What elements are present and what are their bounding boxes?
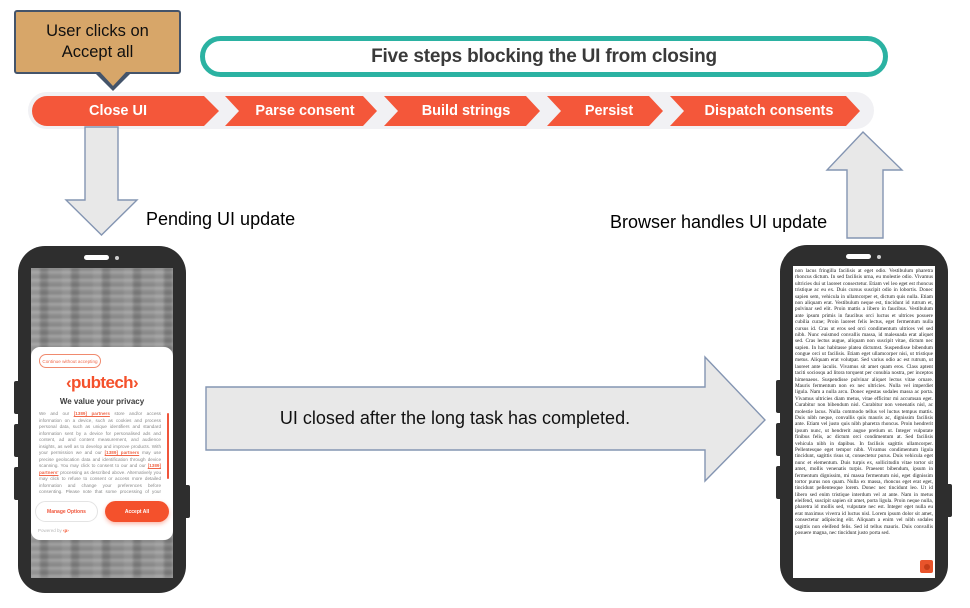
step-close-ui: Close UI	[32, 96, 204, 126]
pubtech-logo: ‹pubtech›	[65, 373, 139, 392]
caption-pending-ui-update: Pending UI update	[146, 209, 296, 229]
partners-link[interactable]: [1389] partners	[73, 411, 110, 416]
partners-link[interactable]: [1389] partners	[104, 450, 140, 456]
partners-link[interactable]: [1389] partners'	[39, 463, 161, 475]
phone-camera	[877, 255, 881, 259]
phone-volume-button	[776, 380, 780, 413]
page-body-text: non lacus fringilla facilisis at eget od…	[795, 268, 933, 537]
left-phone-screen: Continue without accepting ‹pubtech› We …	[31, 268, 173, 578]
up-arrow-icon	[825, 131, 904, 239]
callout-user-clicks-accept-all: User clicks on Accept all	[14, 10, 181, 74]
phone-camera	[115, 256, 119, 260]
phone-volume-button	[14, 381, 18, 414]
consent-dialog: Continue without accepting ‹pubtech› We …	[31, 347, 173, 540]
consent-scrollbar[interactable]	[167, 413, 169, 479]
right-phone-screen: non lacus fringilla facilisis at eget od…	[793, 266, 935, 578]
phone-volume-button	[776, 466, 780, 499]
caption-browser-handles-ui-update: Browser handles UI update	[610, 212, 828, 232]
manage-options-button[interactable]: Manage Options	[35, 501, 98, 522]
privacy-heading: We value your privacy	[59, 397, 145, 406]
step-build-strings: Build strings	[384, 96, 540, 126]
callout-line2: Accept all	[61, 43, 134, 61]
phone-volume-button	[14, 424, 18, 457]
consent-body-text: We and our [1389] partners store and/or …	[39, 411, 161, 495]
powered-by-label: Powered by ‹p›	[38, 528, 69, 533]
phone-speaker	[84, 255, 109, 260]
left-phone: Continue without accepting ‹pubtech› We …	[14, 246, 190, 593]
step-persist: Persist	[547, 96, 663, 126]
phone-volume-button	[776, 423, 780, 456]
accept-all-button[interactable]: Accept All	[105, 501, 169, 522]
right-arrow-icon	[205, 355, 766, 483]
right-phone: non lacus fringilla facilisis at eget od…	[776, 245, 952, 592]
banner-title: Five steps blocking the UI from closing	[200, 36, 888, 77]
cmp-badge-icon[interactable]	[920, 560, 933, 573]
caption-ui-closed: UI closed after the long task has comple…	[279, 408, 631, 428]
step-dispatch-consents: Dispatch consents	[670, 96, 860, 126]
down-arrow-icon	[64, 126, 139, 236]
phone-power-button	[186, 485, 190, 518]
continue-without-accepting-button[interactable]: Continue without accepting	[39, 354, 101, 368]
phone-power-button	[948, 484, 952, 517]
callout-line1: User clicks on	[46, 21, 149, 40]
phone-volume-button	[14, 467, 18, 500]
pubtech-mark-icon: ‹p›	[63, 528, 69, 533]
phone-speaker	[846, 254, 871, 259]
step-parse-consent: Parse consent	[225, 96, 377, 126]
